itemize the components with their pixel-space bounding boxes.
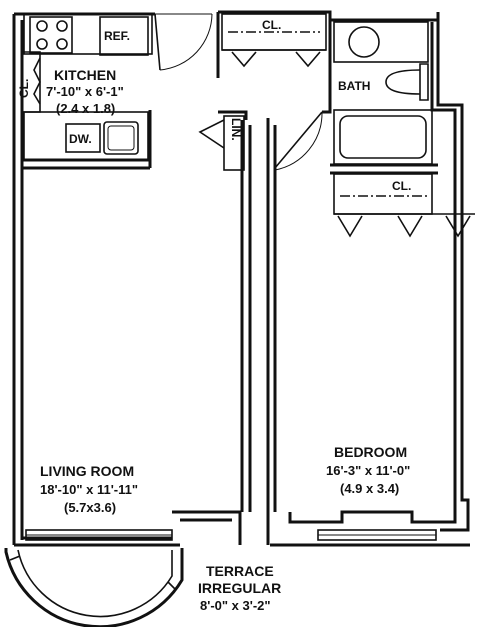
terrace-labels: TERRACE IRREGULAR 8'-0" x 3'-2"	[198, 563, 281, 613]
bedroom-closet-label: CL.	[392, 179, 411, 193]
burner-icon	[36, 38, 48, 50]
top-closet-label: CL.	[262, 18, 281, 32]
bathroom: BATH	[333, 21, 433, 165]
kitchen-labels: KITCHEN 7'-10" x 6'-1" (2.4 x 1.8)	[46, 67, 124, 116]
living-room-name: LIVING ROOM	[40, 463, 134, 479]
linen-closet-label: LIN.	[229, 118, 243, 141]
bedroom-closet: CL.	[333, 173, 475, 238]
kitchen-name: KITCHEN	[54, 67, 116, 83]
bathtub	[339, 115, 427, 159]
bedroom-dim-m: (4.9 x 3.4)	[340, 481, 399, 496]
terrace-name: TERRACE	[206, 563, 274, 579]
kitchen-dim-m: (2.4 x 1.8)	[56, 101, 115, 116]
basin	[348, 26, 380, 58]
refrigerator-label: REF.	[104, 29, 130, 43]
top-closet: CL.	[221, 13, 327, 68]
dishwasher-label: DW.	[69, 132, 92, 146]
windows	[25, 529, 437, 541]
bedroom-name: BEDROOM	[334, 444, 407, 460]
terrace-dim-ft: 8'-0" x 3'-2"	[200, 598, 271, 613]
terrace-subname: IRREGULAR	[198, 580, 281, 596]
living-room-dim-m: (5.7x3.6)	[64, 500, 116, 515]
walls	[12, 10, 470, 547]
terrace	[4, 548, 184, 627]
bedroom-dim-ft: 16'-3" x 11'-0"	[326, 463, 410, 478]
bedroom-labels: BEDROOM 16'-3" x 11'-0" (4.9 x 3.4)	[326, 444, 410, 496]
dishwasher	[65, 123, 101, 153]
burner-icon	[56, 38, 68, 50]
burner-icon	[56, 20, 68, 32]
living-labels: LIVING ROOM 18'-10" x 11'-11" (5.7x3.6)	[40, 463, 138, 515]
kitchen-dim-ft: 7'-10" x 6'-1"	[46, 84, 124, 99]
linen-closet: LIN.	[198, 111, 323, 171]
bath-label: BATH	[338, 79, 370, 93]
burner-icon	[36, 20, 48, 32]
refrigerator	[99, 16, 149, 56]
kitchen-closet-label: CL.	[17, 79, 31, 98]
sink	[103, 121, 139, 155]
toilet	[385, 69, 421, 95]
kitchen-fixtures: REF. CL. DW.	[17, 13, 213, 161]
living-room-dim-ft: 18'-10" x 11'-11"	[40, 482, 138, 497]
